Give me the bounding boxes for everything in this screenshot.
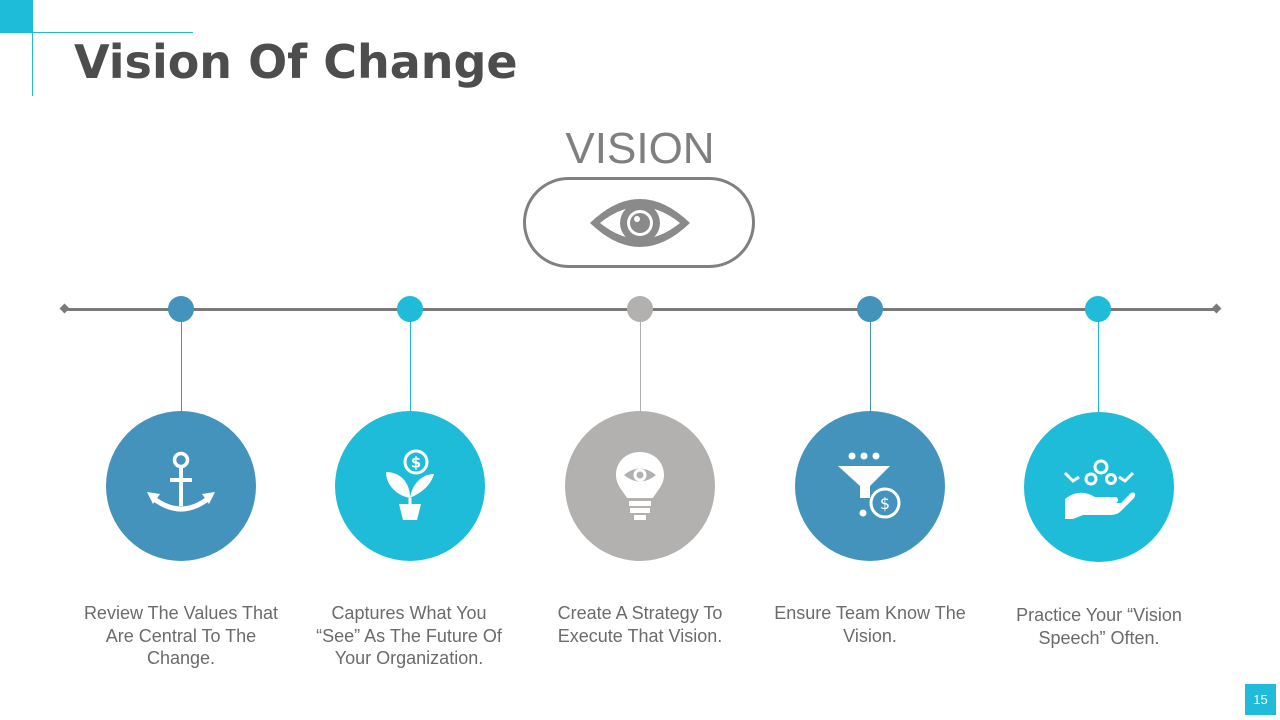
accent-corner-square bbox=[0, 0, 33, 33]
page-number: 15 bbox=[1245, 684, 1276, 715]
lightbulb-eye-icon bbox=[616, 452, 664, 520]
step-text-5: Practice Your “Vision Speech” Often. bbox=[1016, 605, 1182, 648]
step-text-3: Create A Strategy To Execute That Vision… bbox=[557, 603, 723, 646]
connector-5 bbox=[1098, 322, 1099, 413]
money-plant-icon: $ bbox=[386, 449, 434, 520]
timeline-node-3 bbox=[627, 296, 653, 322]
step-circle-3 bbox=[565, 411, 715, 561]
anchor-icon bbox=[147, 451, 215, 512]
svg-text:$: $ bbox=[411, 454, 421, 472]
timeline-node-5 bbox=[1085, 296, 1111, 322]
connector-1 bbox=[181, 322, 182, 411]
step-circle-5 bbox=[1024, 412, 1174, 562]
timeline-end-marker bbox=[1211, 303, 1222, 314]
step-text-4: Ensure Team Know The Vision. bbox=[774, 603, 966, 646]
hand-gears-icon bbox=[1063, 459, 1136, 519]
connector-2 bbox=[410, 322, 411, 411]
page-title: Vision Of Change bbox=[74, 35, 518, 89]
step-text-1: Review The Values That Are Central To Th… bbox=[83, 603, 279, 668]
funnel-dollar-icon: $ bbox=[838, 452, 901, 519]
step-text-2: Captures What You “See” As The Future Of… bbox=[316, 603, 502, 668]
vision-label: VISION bbox=[565, 124, 715, 173]
step-circle-1 bbox=[106, 411, 256, 561]
timeline-node-1 bbox=[168, 296, 194, 322]
accent-vertical-line bbox=[32, 33, 33, 96]
vision-pill bbox=[523, 177, 755, 268]
step-circle-4: $ bbox=[795, 411, 945, 561]
timeline-node-2 bbox=[397, 296, 423, 322]
connector-3 bbox=[640, 322, 641, 411]
timeline-node-4 bbox=[857, 296, 883, 322]
svg-text:$: $ bbox=[880, 494, 890, 513]
timeline-start-marker bbox=[59, 303, 70, 314]
step-circle-2: $ bbox=[335, 411, 485, 561]
connector-4 bbox=[870, 322, 871, 411]
accent-horizontal-line bbox=[33, 32, 193, 33]
eye-icon bbox=[590, 199, 690, 247]
